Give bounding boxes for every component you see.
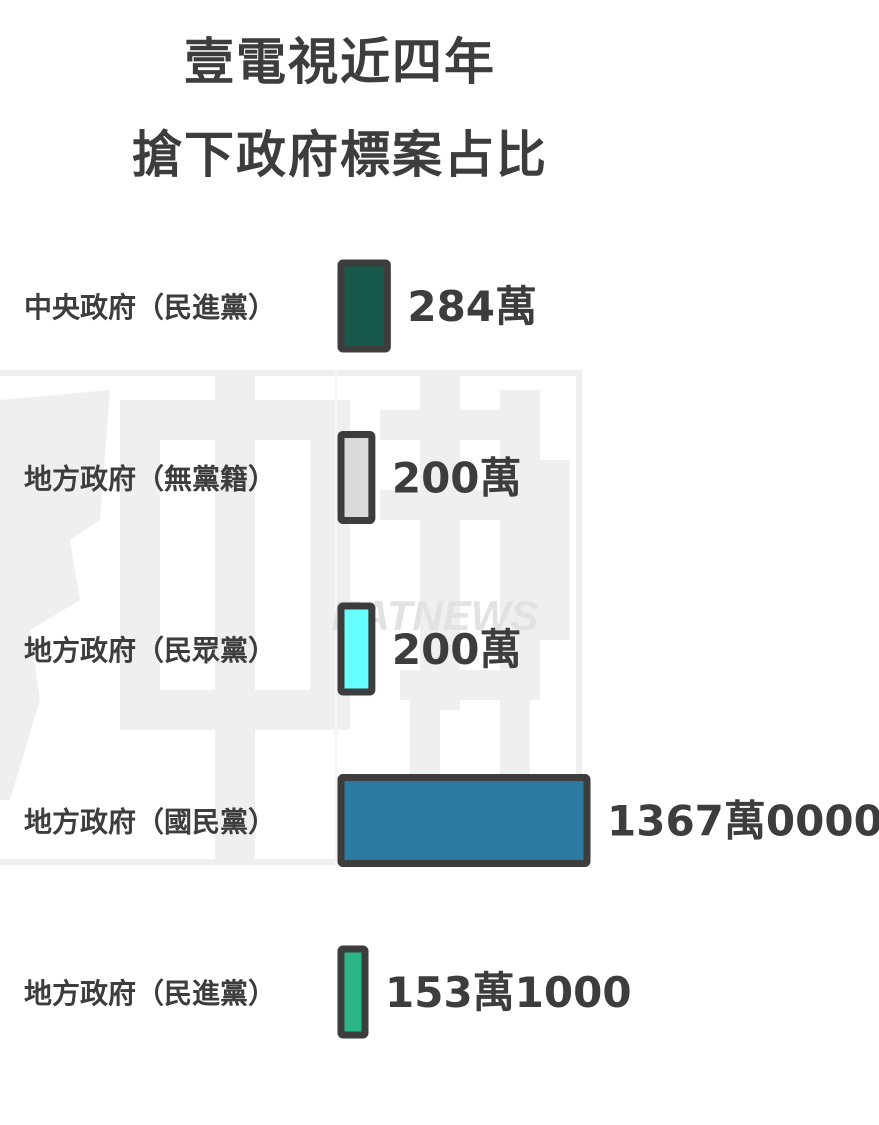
data-label: 200萬 [392,625,522,674]
data-label: 284萬 [407,282,537,331]
chart-subtitle: 搶下政府標案占比 [132,126,548,184]
category-label: 地方政府（民眾黨） [24,634,276,667]
category-label: 地方政府（民進黨） [24,977,276,1010]
chart-title: 壹電視近四年 [184,33,496,91]
category-label: 地方政府（無黨籍） [24,463,276,496]
bar [337,602,376,696]
category-label: 中央政府（民進黨） [24,291,276,324]
data-label: 1367萬0000 [607,797,879,846]
bar [337,259,391,353]
bar [337,774,591,867]
bar [337,945,369,1039]
data-label: 200萬 [392,454,522,503]
bar [337,431,376,524]
category-label: 地方政府（國民黨） [24,806,276,839]
data-label: 153萬1000 [385,968,632,1017]
